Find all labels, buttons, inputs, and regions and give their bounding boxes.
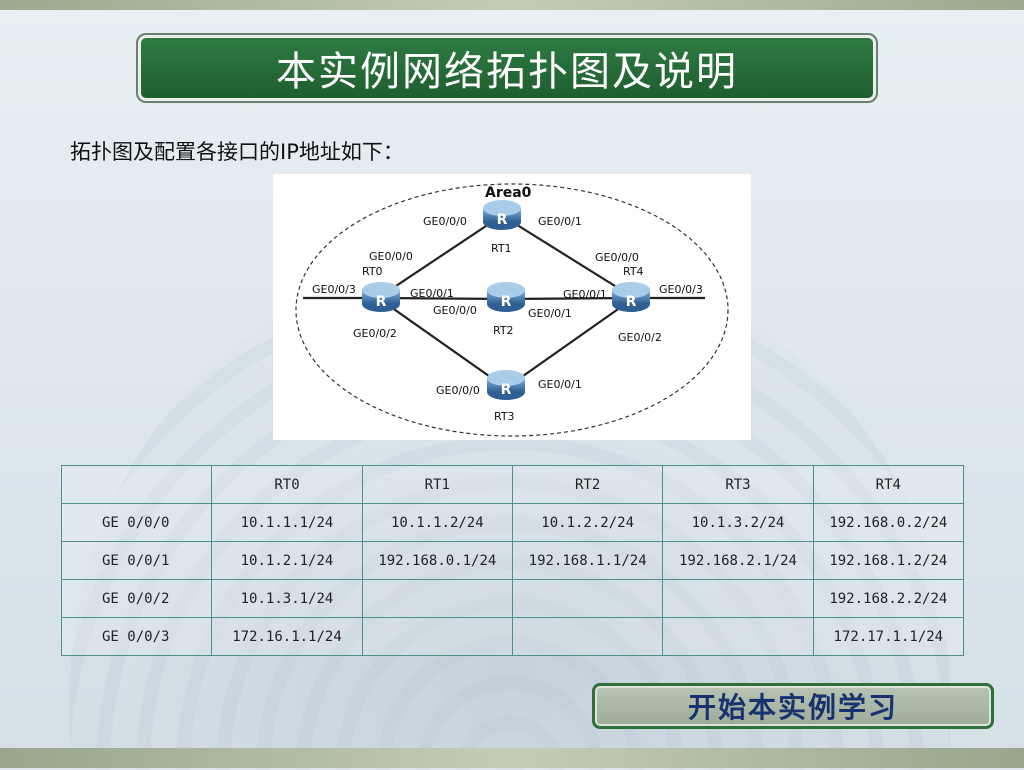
header-cell-rt4: RT4: [812, 465, 965, 504]
link-rt2-rt4: [505, 296, 632, 301]
port-label-rt4-ge001: GE0/0/1: [563, 288, 607, 301]
router-rt3-icon: R: [487, 370, 525, 400]
header-cell-rt1: RT1: [361, 465, 513, 504]
table-row: GE 0/0/2 10.1.3.1/24 192.168.2.2/24: [60, 579, 965, 618]
table-cell: 172.16.1.1/24: [211, 617, 363, 656]
link-rt3-rt4: [505, 299, 632, 389]
port-label-rt0-ge000: GE0/0/0: [369, 250, 413, 263]
router-rt2-glyph: R: [501, 294, 512, 310]
router-rt3-glyph: R: [501, 382, 512, 398]
table-cell: [662, 579, 814, 618]
table-cell: 192.168.2.2/24: [812, 579, 965, 618]
subtitle: 拓扑图及配置各接口的IP地址如下：: [70, 140, 404, 164]
router-rt2-icon: R: [487, 282, 525, 312]
table-row: GE 0/0/0 10.1.1.1/24 10.1.1.2/24 10.1.2.…: [60, 503, 965, 542]
start-learning-button[interactable]: 开始本实例学习: [592, 683, 994, 729]
port-label-rt0-ge002: GE0/0/2: [353, 327, 397, 340]
row-head-cell: GE 0/0/3: [60, 617, 213, 656]
port-label-rt2-ge000: GE0/0/0: [433, 304, 477, 317]
start-learning-label: 开始本实例学习: [687, 691, 898, 724]
table-cell: 192.168.1.1/24: [511, 541, 664, 580]
table-cell: [511, 617, 664, 656]
router-rt1-icon: R: [483, 200, 521, 230]
table-cell: [361, 579, 513, 618]
port-label-rt4-ge000: GE0/0/0: [595, 251, 639, 264]
router-rt4-icon: R: [612, 282, 650, 312]
router-rt3-label: RT3: [494, 410, 515, 423]
link-rt1-rt4: [505, 217, 632, 297]
row-head-cell: GE 0/0/1: [60, 541, 213, 580]
area-label: Area0: [485, 185, 532, 201]
table-cell: 10.1.1.1/24: [211, 503, 363, 542]
router-rt4-label: RT4: [623, 265, 644, 278]
header-cell-rt3: RT3: [662, 465, 814, 504]
link-rt0-rt3: [380, 299, 507, 389]
router-rt1-glyph: R: [497, 212, 508, 228]
table-cell: 192.168.2.1/24: [662, 541, 814, 580]
table-header-row: RT0 RT1 RT2 RT3 RT4: [60, 465, 965, 504]
topology-svg: R R R R R Area0 RT0 RT1: [295, 183, 729, 437]
port-label-rt4-ge003: GE0/0/3: [659, 283, 703, 296]
port-label-rt3-ge001: GE0/0/1: [538, 378, 582, 391]
router-rt1-label: RT1: [491, 242, 512, 255]
table-cell: 10.1.2.1/24: [211, 541, 363, 580]
network-topology-diagram: R R R R R Area0 RT0 RT1: [273, 174, 751, 440]
port-label-rt0-ge001: GE0/0/1: [410, 287, 454, 300]
port-label-rt4-ge002: GE0/0/2: [618, 331, 662, 344]
port-label-rt1-ge000: GE0/0/0: [423, 215, 467, 228]
slide-title-text: 本实例网络拓扑图及说明: [276, 49, 738, 95]
link-rt0-rt2: [380, 296, 507, 301]
table-cell: 192.168.1.2/24: [812, 541, 965, 580]
row-head-cell: GE 0/0/0: [60, 503, 213, 542]
table-row: GE 0/0/1 10.1.2.1/24 192.168.0.1/24 192.…: [60, 541, 965, 580]
router-rt0-glyph: R: [376, 294, 387, 310]
router-rt0-icon: R: [362, 282, 400, 312]
ip-address-table: RT0 RT1 RT2 RT3 RT4 GE 0/0/0 10.1.1.1/24…: [60, 465, 965, 656]
table-cell: 172.17.1.1/24: [812, 617, 965, 656]
table-cell: [361, 617, 513, 656]
bottom-band: [0, 748, 1024, 768]
table-cell: 10.1.2.2/24: [511, 503, 664, 542]
header-cell-rt2: RT2: [511, 465, 664, 504]
table-cell: 192.168.0.2/24: [812, 503, 965, 542]
port-label-rt0-ge003: GE0/0/3: [312, 283, 356, 296]
port-label-rt2-ge001: GE0/0/1: [528, 307, 572, 320]
table-cell: [511, 579, 664, 618]
header-cell-blank: [60, 465, 213, 504]
header-cell-rt0: RT0: [211, 465, 363, 504]
area0-boundary: [295, 183, 729, 437]
table-cell: 10.1.3.1/24: [211, 579, 363, 618]
table-row: GE 0/0/3 172.16.1.1/24 172.17.1.1/24: [60, 617, 965, 656]
port-label-rt3-ge000: GE0/0/0: [436, 384, 480, 397]
table-cell: 10.1.1.2/24: [361, 503, 513, 542]
router-rt2-label: RT2: [493, 324, 514, 337]
table-cell: 10.1.3.2/24: [662, 503, 814, 542]
port-label-rt1-ge001: GE0/0/1: [538, 215, 582, 228]
top-band: [0, 0, 1024, 10]
router-rt0-label: RT0: [362, 265, 383, 278]
table-cell: [662, 617, 814, 656]
table-cell: 192.168.0.1/24: [361, 541, 513, 580]
router-rt4-glyph: R: [626, 294, 637, 310]
slide-title: 本实例网络拓扑图及说明: [136, 33, 878, 103]
row-head-cell: GE 0/0/2: [60, 579, 213, 618]
link-rt0-rt1: [380, 217, 499, 297]
